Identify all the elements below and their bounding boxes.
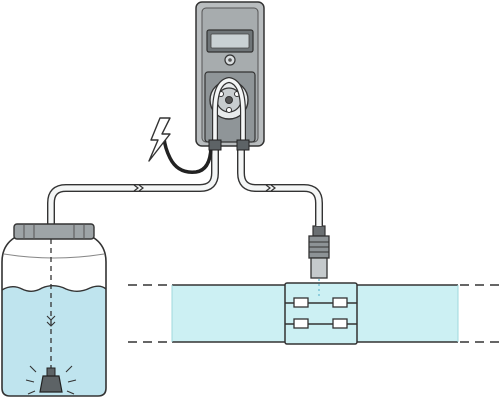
container-shoulder [3, 253, 105, 259]
suction-tube-inner [48, 148, 218, 224]
power-connection [148, 117, 213, 174]
lance-break-mark [46, 315, 56, 327]
foot-valve-neck [46, 367, 56, 377]
tee-bolt-bottom-right [332, 318, 348, 329]
tee-bolt-top-left [293, 297, 309, 308]
tee-body [284, 282, 358, 345]
foot-valve-ray-6 [66, 390, 75, 395]
pump-roller-3 [226, 107, 232, 113]
power-cable [162, 136, 213, 174]
tee-bolt-bottom-left [293, 318, 309, 329]
container-cap [13, 223, 95, 240]
foot-valve-ray-5 [67, 379, 77, 383]
injection-valve-icon [308, 225, 330, 298]
injector-stem [310, 257, 328, 279]
pump-control-knob-center [228, 58, 232, 62]
foot-valve-body [39, 375, 63, 393]
peristaltic-pump-icon [195, 1, 265, 151]
container-body [1, 237, 107, 397]
pump-rotor-hub [225, 96, 233, 104]
discharge-tube-inner [238, 148, 322, 226]
foot-valve-ray-3 [27, 390, 36, 395]
foot-valve-ray-2 [25, 379, 35, 383]
lightning-bolt-icon [148, 117, 171, 162]
tube-break-mark-suction [133, 184, 144, 192]
pump-fitting-inlet [208, 139, 222, 151]
pump-display [210, 33, 250, 49]
foot-valve-icon [25, 365, 77, 395]
tee-bolt-top-right [332, 297, 348, 308]
chemical-container-icon [1, 223, 107, 397]
tee-fitting [284, 282, 358, 345]
tubing [47, 148, 323, 226]
container-liquid-surface [1, 285, 107, 292]
tube-break-mark-discharge [265, 184, 276, 192]
pump-fitting-outlet [236, 139, 250, 151]
pump-tube-loop-inner [213, 78, 245, 142]
container-liquid [2, 285, 106, 396]
foot-valve-ray-1 [29, 365, 37, 373]
foot-valve-ray-4 [65, 365, 73, 373]
injector-top-nut [312, 225, 326, 237]
